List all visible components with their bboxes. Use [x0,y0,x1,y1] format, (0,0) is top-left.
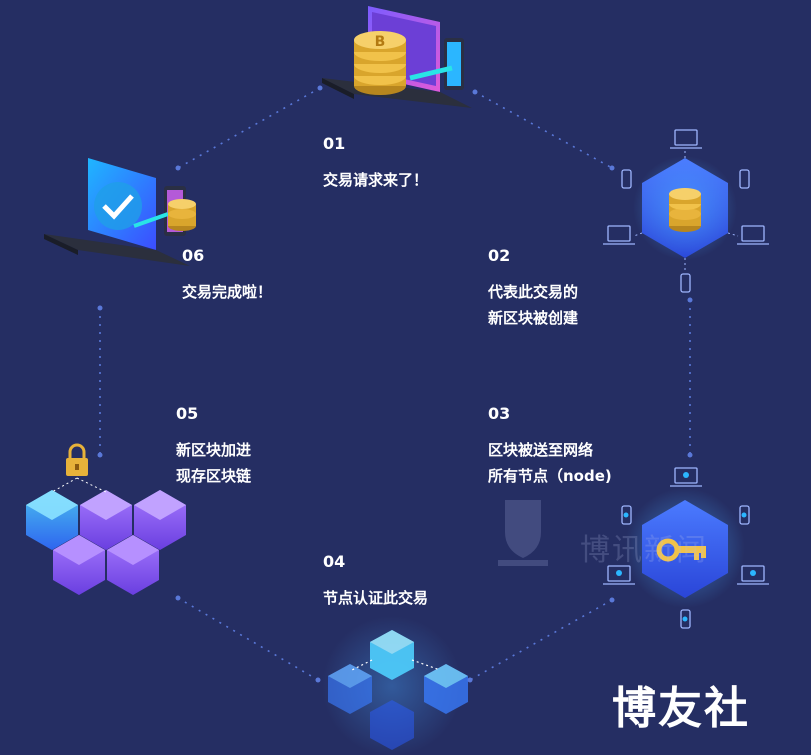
laptop-check-icon [44,158,196,266]
step-02: 02 代表此交易的 新区块被创建 [488,246,578,331]
svg-text:B: B [375,34,386,50]
step-06: 06 交易完成啦！ [182,246,272,305]
step-number: 01 [323,134,346,153]
step-text: 新区块被创建 [488,309,579,327]
network-hexagon-icon [603,129,769,293]
step-03: 03 区块被送至网络 所有节点（node) [488,404,612,489]
step-01: 01 交易请求来了！ [323,134,428,193]
watermark-text: 博讯新闻 [580,533,708,568]
connector-lines [99,87,691,681]
step-text: 代表此交易的 [488,283,579,301]
brand-logo-text: 博友社 [612,683,750,734]
step-05: 05 新区块加进 现存区块链 [176,404,251,489]
step-number: 05 [176,404,199,423]
network-key-icon [603,467,769,629]
watermark-crest [498,500,548,566]
step-text: 交易完成啦！ [182,283,273,301]
step-text: 新区块加进 [176,441,252,459]
step-number: 04 [323,552,346,571]
step-number: 02 [488,246,511,265]
step-text: 交易请求来了！ [323,171,429,189]
validation-cubes-icon [322,616,468,755]
step-04: 04 节点认证此交易 [323,552,428,611]
step-text: 所有节点（node) [488,467,612,485]
step-number: 03 [488,404,511,423]
step-text: 节点认证此交易 [323,589,429,607]
blockchain-lock-icon [26,443,186,595]
step-text: 现存区块链 [176,467,252,485]
step-text: 区块被送至网络 [488,441,594,459]
laptop-coin-icon: B [322,6,472,108]
step-number: 06 [182,246,205,265]
connector-dots [97,85,693,683]
